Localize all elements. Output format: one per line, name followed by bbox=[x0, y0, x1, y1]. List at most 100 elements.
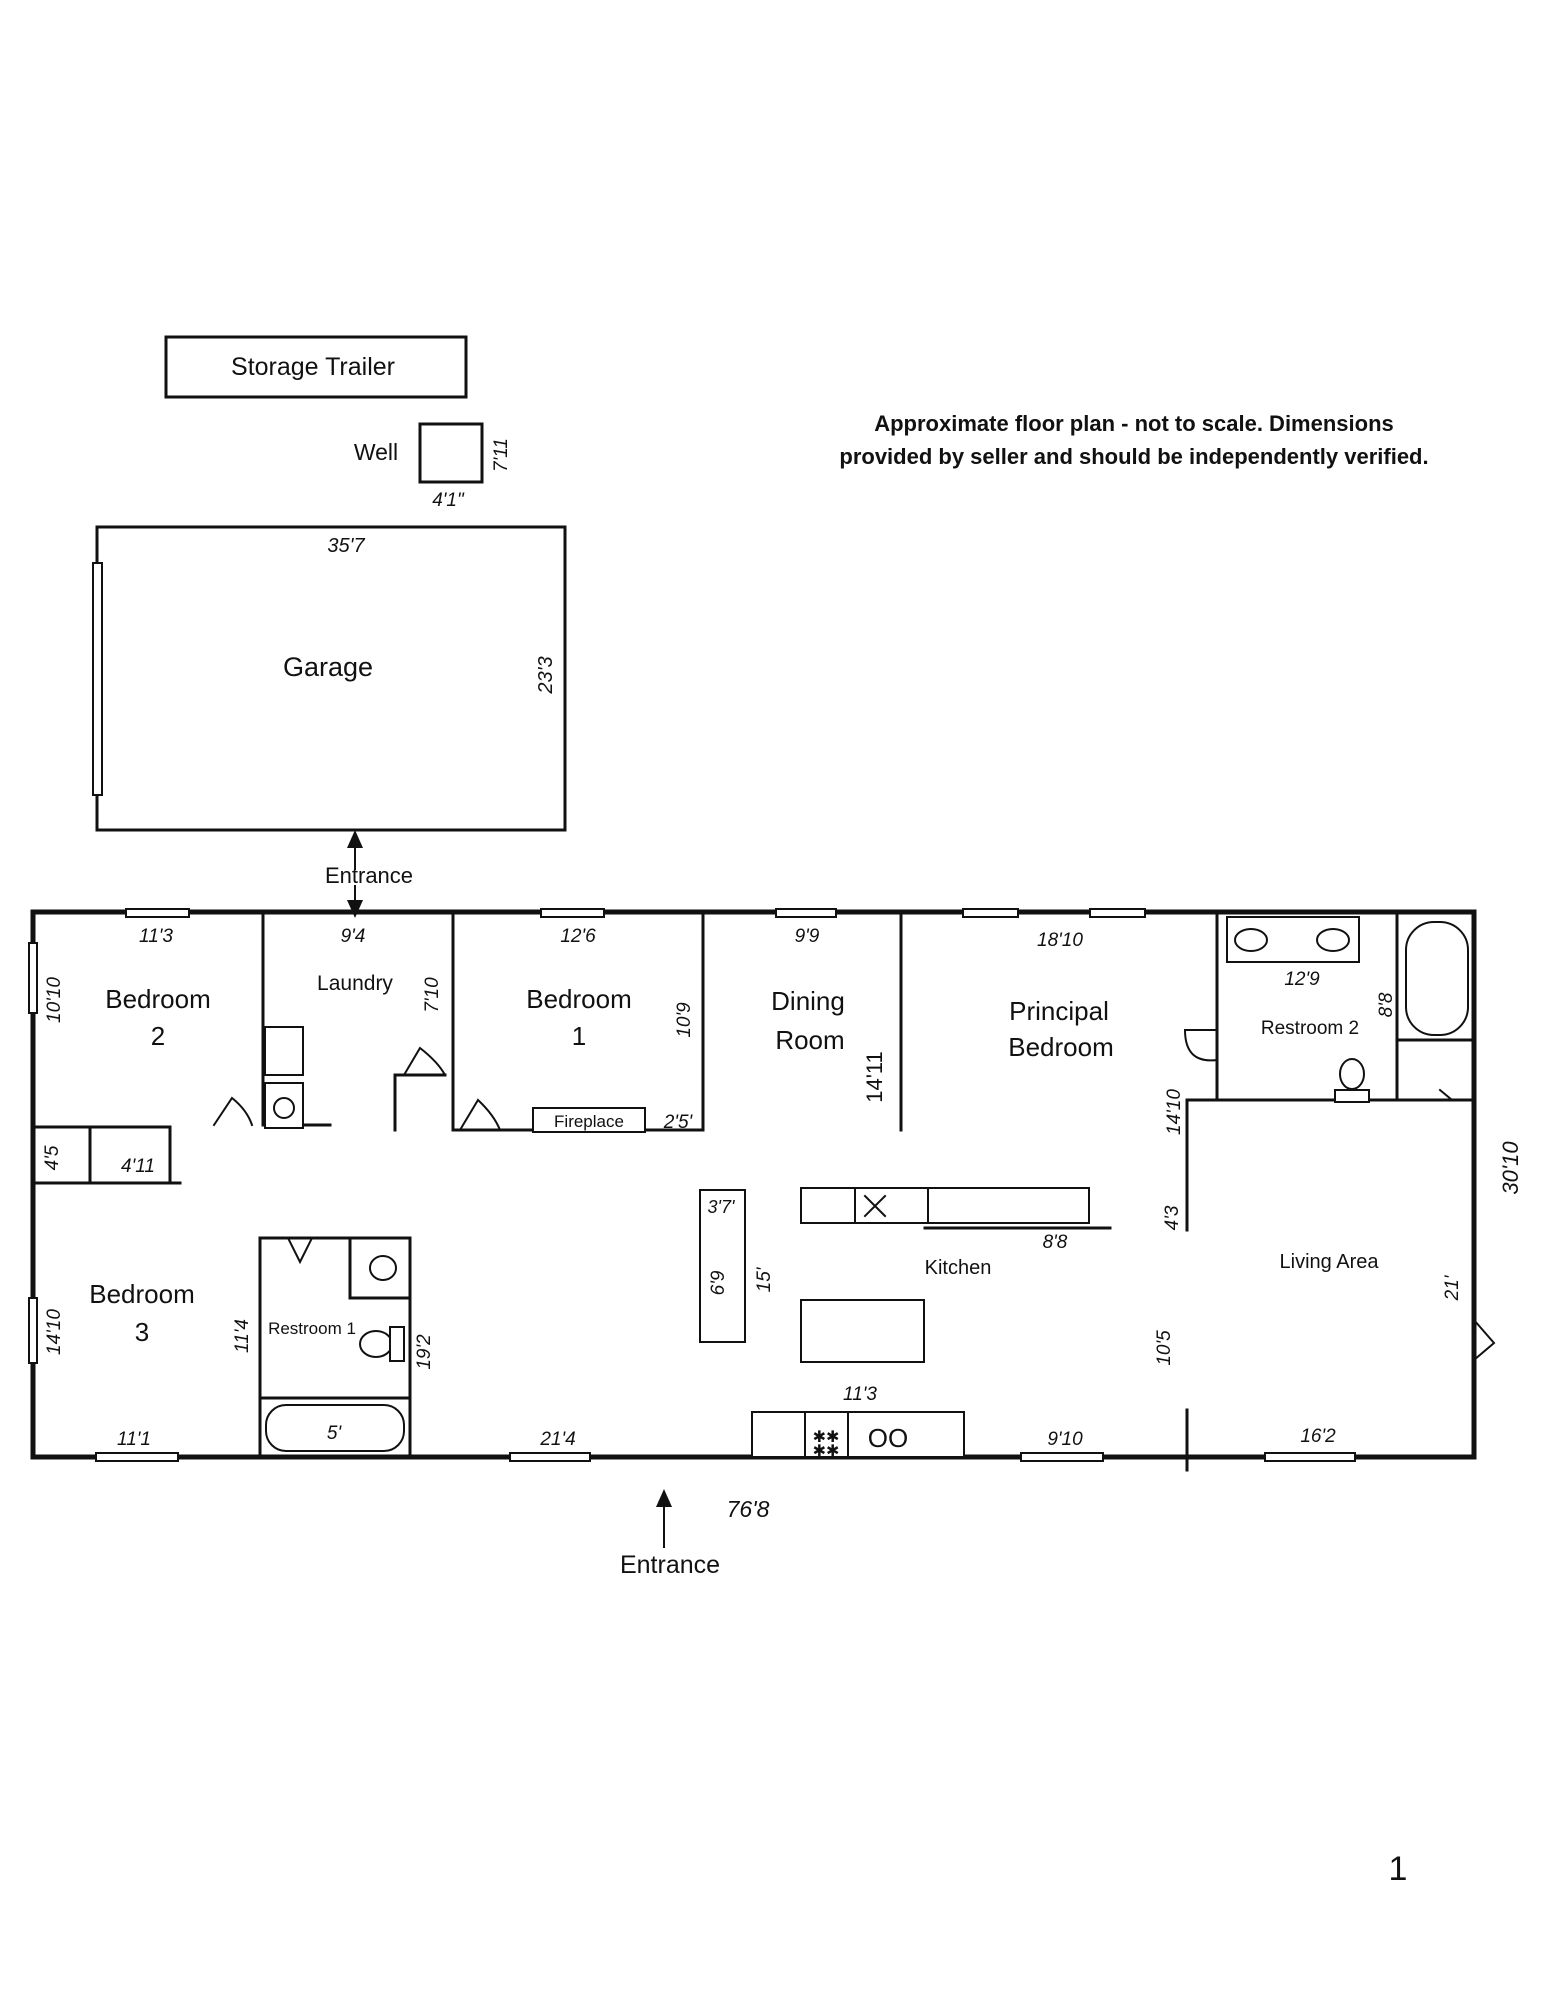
storage-trailer: Storage Trailer bbox=[164, 335, 468, 399]
garage-entrance-label: Entrance bbox=[325, 863, 413, 888]
living-area-label: Living Area bbox=[1280, 1251, 1380, 1273]
kitchen-island bbox=[699, 1189, 746, 1343]
counter-width-dim: 8'8 bbox=[1043, 1232, 1068, 1253]
sink-x-icon bbox=[863, 1194, 887, 1218]
window bbox=[1020, 1452, 1104, 1462]
kitchen-width-dim: 9'10 bbox=[1047, 1429, 1083, 1450]
window bbox=[1264, 1452, 1356, 1462]
toilet-icon bbox=[359, 1330, 393, 1358]
garage: 35'7 Garage 23'3 bbox=[92, 525, 567, 832]
bedroom-1-height-dim: 10'9 bbox=[674, 1002, 695, 1038]
doors bbox=[212, 1029, 1496, 1362]
disclaimer-line-1: Approximate floor plan - not to scale. D… bbox=[874, 411, 1394, 436]
bedroom-2-label-line-2: 2 bbox=[151, 1021, 165, 1051]
step-height-dim: 4'3 bbox=[1162, 1205, 1183, 1230]
sink-basins-icon: OO bbox=[868, 1423, 908, 1453]
storage-trailer-label: Storage Trailer bbox=[231, 353, 395, 381]
overall-depth-dim: 30'10 bbox=[1498, 1141, 1523, 1195]
bedroom-3: Bedroom 3 14'10 11'1 bbox=[44, 1279, 195, 1450]
dining-label-line-1: Dining bbox=[771, 986, 845, 1016]
window bbox=[1089, 908, 1146, 918]
sink-icon bbox=[1234, 928, 1268, 952]
stove-burners-icon: ✱✱ bbox=[813, 1429, 840, 1446]
bedroom-2: 11'3 10'10 Bedroom 2 bbox=[44, 926, 211, 1051]
bathtub bbox=[1405, 921, 1469, 1036]
kitchen-table bbox=[800, 1299, 925, 1363]
windows bbox=[28, 908, 1356, 1462]
laundry-height-dim: 7'10 bbox=[422, 977, 443, 1013]
laundry: 9'4 Laundry 7'10 bbox=[264, 926, 443, 1129]
dining-width-dim: 9'9 bbox=[795, 926, 820, 947]
restroom-2-width-dim: 12'9 bbox=[1284, 969, 1320, 990]
fireplace bbox=[532, 1107, 646, 1133]
lower-counter bbox=[751, 1411, 965, 1458]
window bbox=[28, 1297, 38, 1364]
well: Well 4'1" 7'11 bbox=[354, 422, 512, 511]
closet: 4'5 4'11 bbox=[42, 1145, 155, 1177]
sink-icon bbox=[1316, 928, 1350, 952]
hall-height-dim: 19'2 bbox=[414, 1334, 435, 1370]
living-area: Living Area 21' 16'2 bbox=[1280, 1251, 1463, 1447]
bedroom-2-height-dim: 10'10 bbox=[44, 977, 65, 1023]
sink-icon bbox=[369, 1255, 397, 1281]
restroom-1-height-dim: 11'4 bbox=[232, 1319, 253, 1353]
laundry-width-dim: 9'4 bbox=[341, 926, 366, 947]
toilet-icon bbox=[1339, 1058, 1365, 1090]
garage-width-dim: 35'7 bbox=[327, 535, 365, 557]
laundry-label: Laundry bbox=[317, 972, 393, 995]
restroom-1: Restroom 1 11'4 5' 19'2 bbox=[232, 1255, 435, 1452]
dining-label-line-2: Room bbox=[775, 1025, 844, 1055]
kitchen: 3'7' 6'9 15' 8'8 4'3 Kitchen 11'3 ✱✱ ✱✱ … bbox=[699, 1187, 1183, 1460]
window bbox=[509, 1452, 591, 1462]
restroom-1-label: Restroom 1 bbox=[268, 1319, 356, 1338]
bedroom-3-width-dim: 11'1 bbox=[117, 1429, 151, 1450]
garage-entrance: Entrance bbox=[325, 830, 413, 918]
bedroom-2-width-dim: 11'3 bbox=[139, 926, 173, 947]
principal-label-line-2: Bedroom bbox=[1008, 1032, 1114, 1062]
restroom-2: 12'9 Restroom 2 8'8 bbox=[1226, 916, 1469, 1103]
interior-walls bbox=[31, 910, 1476, 1472]
window bbox=[28, 942, 38, 1014]
garage-depth-dim: 23'3 bbox=[535, 656, 557, 694]
island-height-dim: 6'9 bbox=[708, 1270, 729, 1295]
principal-label-line-1: Principal bbox=[1009, 996, 1109, 1026]
restroom-2-height-dim: 8'8 bbox=[1376, 992, 1397, 1017]
page-number: 1 bbox=[1389, 1850, 1408, 1888]
window bbox=[775, 908, 837, 918]
tub-width-dim: 5' bbox=[327, 1423, 343, 1444]
window bbox=[125, 908, 190, 918]
window bbox=[95, 1452, 179, 1462]
island-width-dim: 3'7' bbox=[708, 1197, 735, 1217]
bathtub bbox=[265, 1404, 405, 1452]
well-width-dim: 4'1" bbox=[432, 490, 465, 511]
kitchen-label: Kitchen bbox=[925, 1257, 992, 1279]
principal-width-dim: 18'10 bbox=[1037, 930, 1083, 951]
hall-width-dim: 21'4 bbox=[539, 1429, 575, 1450]
principal-bedroom: 18'10 Principal Bedroom 14'10 bbox=[1008, 930, 1185, 1135]
window bbox=[540, 908, 605, 918]
closet-height-dim: 4'5 bbox=[42, 1145, 63, 1170]
garage-label: Garage bbox=[283, 652, 373, 682]
upper-counter bbox=[800, 1187, 1090, 1224]
house-outline bbox=[30, 909, 1477, 1460]
bedroom-1-label-line-2: 1 bbox=[572, 1021, 586, 1051]
living-height-dim: 21' bbox=[1442, 1274, 1463, 1301]
kitchen-height-dim: 15' bbox=[754, 1266, 775, 1292]
well-depth-dim: 7'11 bbox=[491, 438, 512, 472]
living-width-dim: 16'2 bbox=[1300, 1426, 1336, 1447]
principal-height-dim: 14'10 bbox=[1164, 1089, 1185, 1135]
dining-room: 9'9 Dining Room 14'11 bbox=[771, 926, 887, 1103]
toilet-tank bbox=[389, 1326, 405, 1362]
bedroom-1: 12'6 Bedroom 1 10'9 Fireplace 2'5' bbox=[526, 926, 695, 1133]
restroom-2-label: Restroom 2 bbox=[1261, 1018, 1359, 1039]
fireplace-width-dim: 2'5' bbox=[663, 1112, 694, 1133]
bedroom-3-height-dim: 14'10 bbox=[44, 1309, 65, 1355]
garage-door bbox=[92, 562, 103, 796]
bedroom-3-label-line-2: 3 bbox=[135, 1317, 149, 1347]
closet-width-dim: 4'11 bbox=[121, 1156, 155, 1177]
kitchen-lower-height-dim: 10'5 bbox=[1154, 1330, 1175, 1366]
fireplace-label: Fireplace bbox=[554, 1112, 624, 1131]
range-width-dim: 11'3 bbox=[843, 1384, 877, 1405]
stove-burners-icon: ✱✱ bbox=[813, 1443, 840, 1460]
